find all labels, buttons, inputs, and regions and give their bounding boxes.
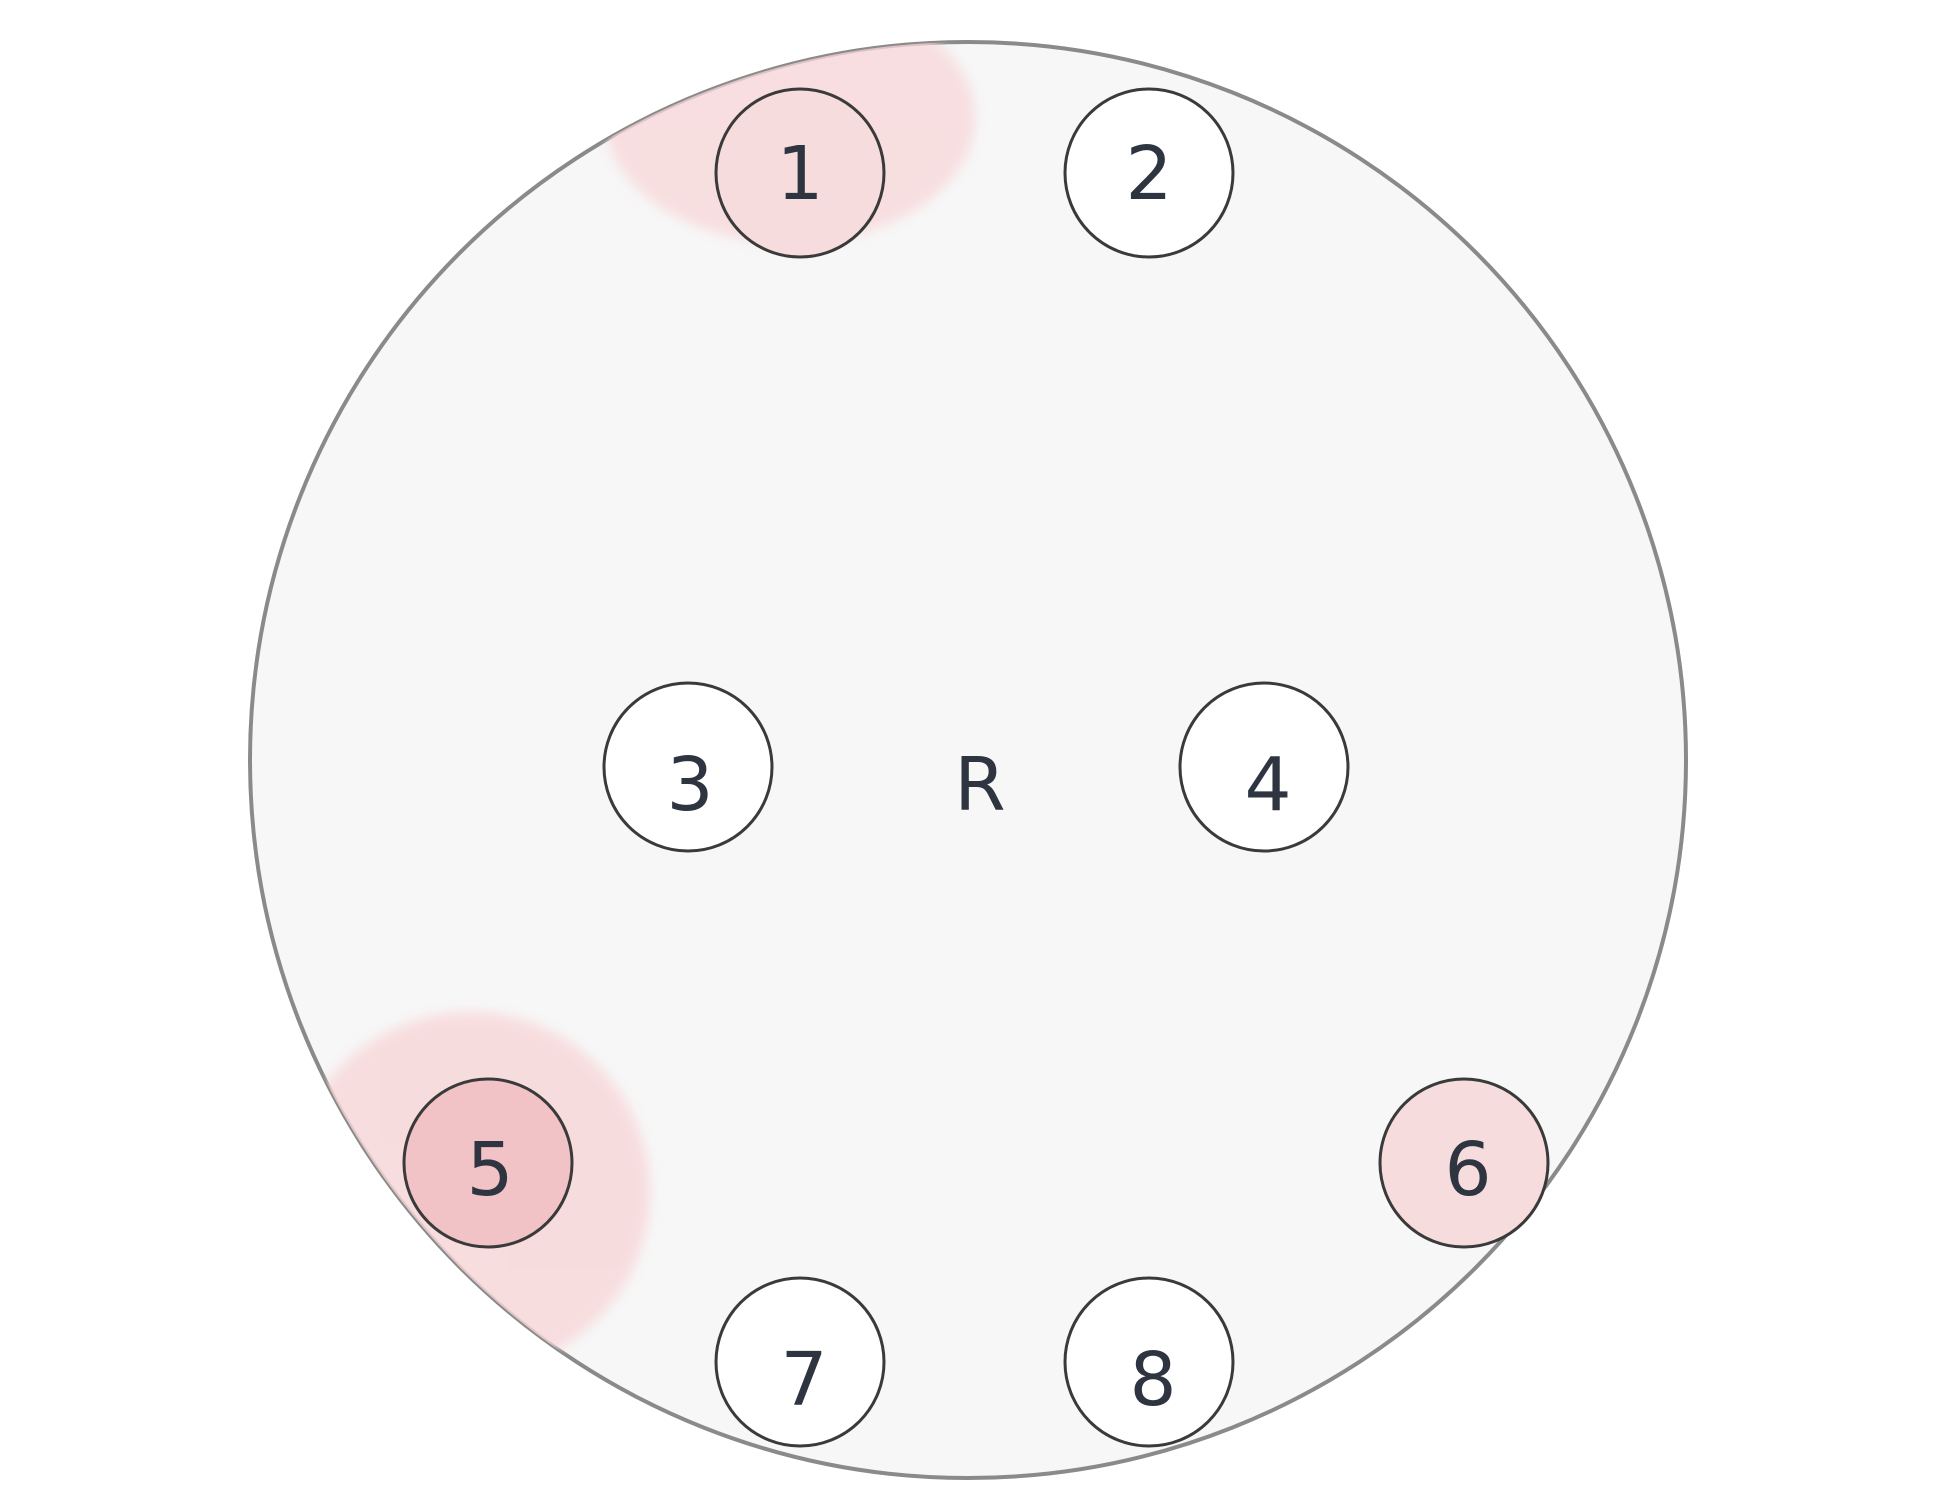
node-3[interactable]: 3 xyxy=(602,681,774,853)
node-8[interactable]: 8 xyxy=(1063,1276,1235,1448)
node-5[interactable]: 5 xyxy=(402,1077,574,1249)
node-8-label: 8 xyxy=(1129,1337,1176,1423)
node-7-label: 7 xyxy=(780,1337,827,1423)
node-3-label: 3 xyxy=(666,742,713,828)
node-2-label: 2 xyxy=(1125,131,1172,217)
center-label: R xyxy=(954,742,1005,828)
node-6-label: 6 xyxy=(1444,1127,1491,1213)
node-4[interactable]: 4 xyxy=(1178,681,1350,853)
node-1-label: 1 xyxy=(776,131,823,217)
node-2[interactable]: 2 xyxy=(1063,87,1235,259)
node-5-label: 5 xyxy=(466,1127,513,1213)
node-4-label: 4 xyxy=(1244,742,1291,828)
node-7[interactable]: 7 xyxy=(714,1276,886,1448)
node-6[interactable]: 6 xyxy=(1378,1077,1550,1249)
node-1[interactable]: 1 xyxy=(714,87,886,259)
